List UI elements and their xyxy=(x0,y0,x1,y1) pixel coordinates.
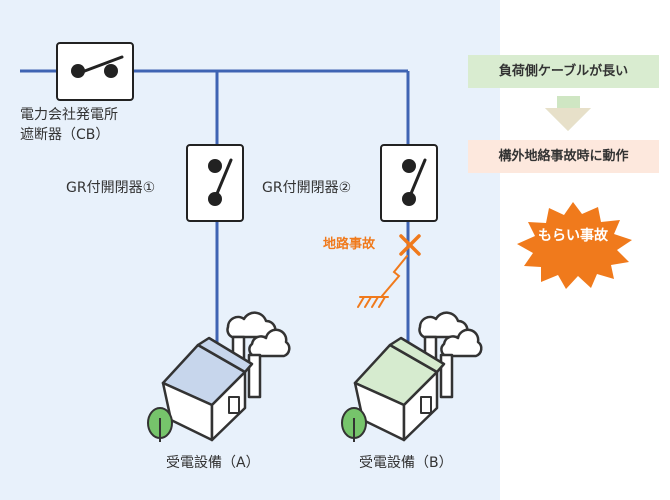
flow-arrow-down-icon xyxy=(545,96,591,131)
gr-switch-2-symbol xyxy=(380,144,438,222)
cb-label: 電力会社発電所 遮断器（CB） xyxy=(20,105,118,145)
result-label: もらい事故 xyxy=(538,228,608,244)
factory-b-icon xyxy=(353,311,483,442)
tree-a-icon xyxy=(147,407,173,442)
gr-switch-1-label: GR付開閉器① xyxy=(66,180,156,196)
fault-label: 地路事故 xyxy=(323,237,376,252)
cb-label-line1: 電力会社発電所 xyxy=(20,107,118,123)
cb-label-line2: 遮断器（CB） xyxy=(20,127,110,143)
cb-breaker-symbol xyxy=(56,42,134,101)
fault-cross-icon xyxy=(399,234,421,256)
facility-b-label: 受電設備（B） xyxy=(359,455,453,471)
factory-a-icon xyxy=(161,311,291,442)
gr-switch-1-symbol xyxy=(186,144,244,222)
facility-a-label: 受電設備（A） xyxy=(166,455,260,471)
result-burst-shape xyxy=(517,202,632,289)
tree-b-icon xyxy=(341,407,367,442)
flow-step-trip: 構外地絡事故時に動作 xyxy=(468,140,659,173)
gr-switch-2-label: GR付開閉器② xyxy=(262,180,352,196)
flow-step-cable: 負荷側ケーブルが長い xyxy=(468,55,659,88)
ground-symbol-icon xyxy=(357,255,408,308)
